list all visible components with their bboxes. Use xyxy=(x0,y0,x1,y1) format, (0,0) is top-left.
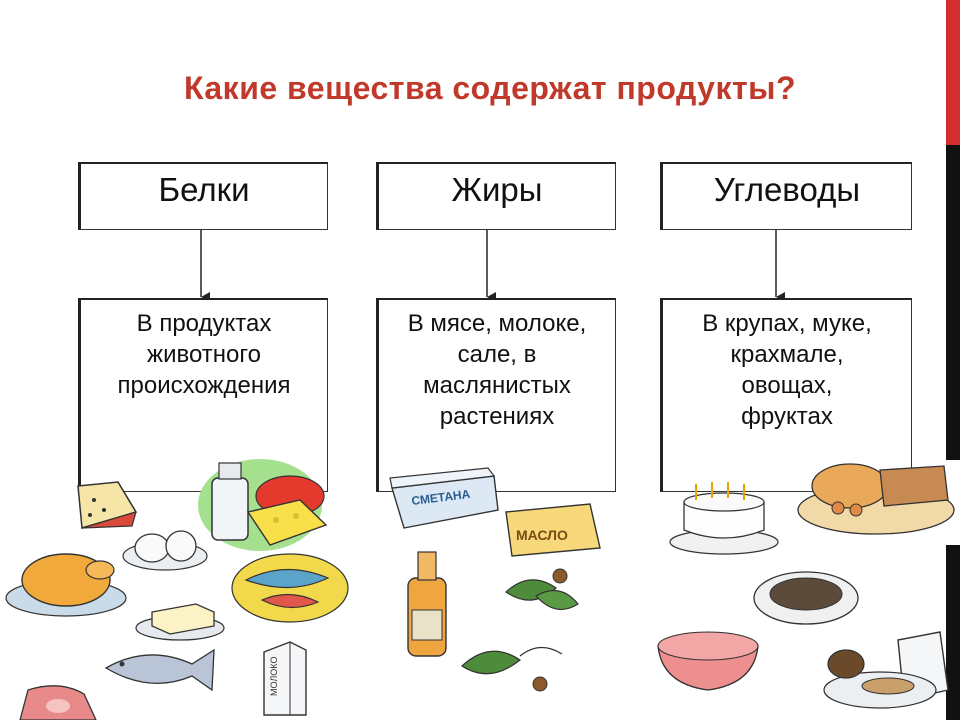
cheese-wheel-icon xyxy=(246,475,328,546)
roast-chicken-icon xyxy=(5,553,127,617)
description-fats: В мясе, молоке, сале, в маслянистых раст… xyxy=(376,298,616,492)
ham-icon xyxy=(19,685,97,720)
eggs-icon xyxy=(122,530,208,571)
heading-proteins: Белки xyxy=(78,162,328,230)
milk-carton-icon: МОЛОКО xyxy=(263,641,307,716)
butter-pack-label: МАСЛО xyxy=(516,527,568,543)
description-proteins: В продуктах животного происхождения xyxy=(78,298,328,492)
bread-basket-icon xyxy=(797,463,955,535)
fish-icon xyxy=(104,648,215,692)
sour-cream-tub-icon: СМЕТАНА xyxy=(389,467,499,529)
breakfast-jug-icon xyxy=(823,631,949,709)
accent-bar-black-lower xyxy=(946,545,960,720)
page-title: Какие вещества содержат продукты? xyxy=(183,70,797,106)
oil-bottle-icon xyxy=(407,551,447,657)
accent-bar-red xyxy=(946,0,960,145)
cheese-wedge-icon xyxy=(77,481,138,529)
hazelnut-leaves-icon xyxy=(461,568,579,692)
description-carbs: В крупах, муке, крахмале, овощах, фрукта… xyxy=(660,298,912,492)
seafood-plate-icon xyxy=(231,553,349,623)
butter-pack-icon: МАСЛО xyxy=(505,503,601,557)
berry-bowl-icon xyxy=(657,631,759,691)
accent-bar-black xyxy=(946,145,960,460)
birthday-cake-icon xyxy=(669,482,779,555)
milk-carton-label: МОЛОКО xyxy=(269,657,279,696)
heading-fats: Жиры xyxy=(376,162,616,230)
heading-carbs: Углеводы xyxy=(660,162,912,230)
grain-plate-icon xyxy=(753,571,859,625)
butter-icon xyxy=(135,603,225,641)
